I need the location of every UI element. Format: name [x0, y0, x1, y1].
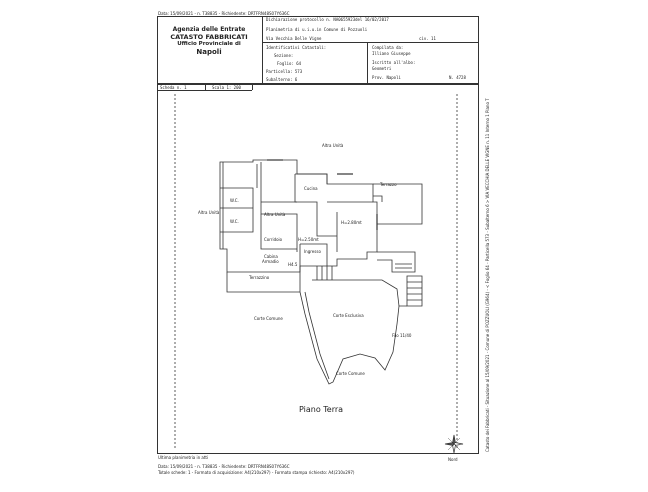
iscritto-label: Iscritto all'albo:	[372, 60, 416, 65]
footer-stamp: Data: 15/09/2021 - n. T38835 - Richieden…	[158, 464, 290, 469]
room-terrazzino: Terrazzino	[249, 275, 270, 280]
height-250: H=2.50mt	[298, 237, 319, 242]
header-box	[157, 16, 479, 84]
room-altra-unita-top: Altra Unità	[322, 143, 344, 148]
particella: Particella: 573	[266, 69, 303, 74]
room-ingresso: Ingresso	[304, 249, 321, 254]
room-terrazzo: Terrazzo	[380, 182, 397, 187]
room-altra-unita-mid: Altra Unità	[264, 212, 286, 217]
north-arrow-icon	[444, 434, 464, 454]
compilata-label: Compilata da:	[372, 45, 404, 50]
sezione: Sezione:	[274, 53, 294, 58]
compilata-name: Illiano Giuseppe	[372, 51, 411, 56]
floor-plan	[174, 94, 458, 449]
agency-ufficio: Ufficio Provinciale di	[177, 41, 241, 47]
top-stamp: Data: 15/09/2021 - n. T38835 - Richieden…	[158, 11, 290, 16]
prov-number: N. 4728	[449, 75, 466, 80]
scheda-number: Scheda n. 1	[160, 85, 187, 90]
room-armadio: Armadio	[262, 259, 279, 264]
footer-totale: Totale schede: 1 - Formato di acquisizio…	[158, 470, 355, 475]
height-280: H=2.80mt	[341, 220, 362, 225]
agency-name: Agenzia delle Entrate	[172, 26, 246, 33]
ident-title: Identificativi Catastali:	[266, 45, 327, 50]
side-text: Catasto dei Fabbricati - Situazione al 1…	[485, 72, 490, 452]
room-altra-unita-left: Altra Unità	[198, 210, 220, 215]
room-cabina: Cabina	[264, 254, 278, 259]
floor-label: Piano Terra	[299, 405, 344, 414]
ultima-planimetria: Ultima planimetria in atti	[158, 455, 209, 460]
foglio: Foglio: 64	[277, 61, 302, 66]
drawing-frame	[157, 84, 479, 454]
room-corte-comune-left: Corte Comune	[254, 316, 283, 321]
subalterno: Subalterno: 6	[266, 77, 298, 82]
room-corte-esclusiva: Corte Esclusiva	[333, 313, 364, 318]
agency-catasto: CATASTO FABBRICATI	[170, 33, 248, 41]
agency-block: Agenzia delle Entrate CATASTO FABBRICATI…	[160, 26, 258, 57]
planimetria: Planimetria di u.i.u.in Comune di Pozzuo…	[266, 27, 368, 32]
agency-city: Napoli	[196, 48, 222, 56]
height-s: H4.5	[288, 262, 298, 267]
room-wc-1: W.C.	[230, 198, 239, 203]
filo-label: Filo 11/40	[392, 333, 412, 338]
civic-number: civ. 11	[419, 36, 436, 41]
prov-label: Prov. Napoli	[372, 75, 401, 80]
north-label: Nord	[448, 457, 458, 462]
room-wc-2: W.C.	[230, 219, 239, 224]
room-cucina: Cucina	[304, 186, 318, 191]
address: Via Vecchia Delle Vigne	[266, 36, 322, 41]
room-corte-comune-bottom: Corte Comune	[336, 371, 365, 376]
scala: Scala 1: 200	[212, 85, 241, 90]
room-corridoio: Corridoio	[264, 237, 283, 242]
side-text-content: Catasto dei Fabbricati - Situazione al 1…	[485, 98, 490, 452]
dichiarazione: Dichiarazione protocollo n. NA0655923del…	[266, 17, 389, 22]
iscritto-value: Geometri	[372, 66, 392, 71]
